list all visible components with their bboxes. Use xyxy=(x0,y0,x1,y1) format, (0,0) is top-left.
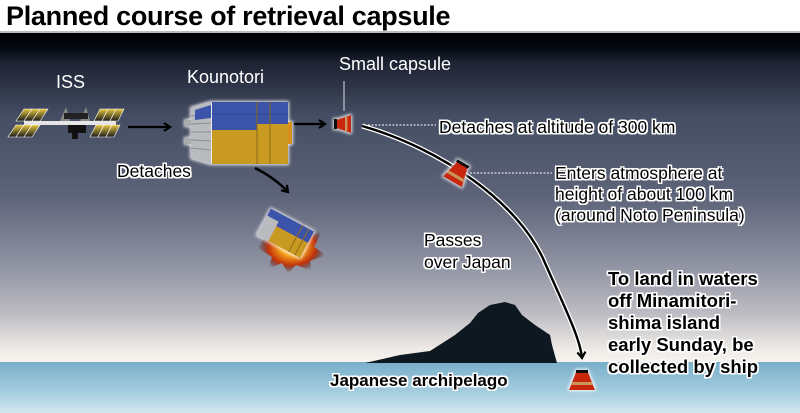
landing-line-5: collected by ship xyxy=(608,356,759,377)
kounotori-icon xyxy=(185,102,292,164)
burning-kounotori-icon xyxy=(256,208,326,273)
sea xyxy=(0,362,800,413)
atmosphere-entry-line-3: (around Noto Peninsula) xyxy=(555,205,745,225)
detach-altitude-label: Detaches at altitude of 300 km xyxy=(439,117,676,137)
title-divider xyxy=(0,31,800,33)
landing-line-2: off Minamitori- xyxy=(608,290,737,311)
small-capsule-label: Small capsule xyxy=(339,54,452,74)
landing-line-3: shima island xyxy=(608,312,721,333)
atmosphere-entry-line-1: Enters atmosphere at xyxy=(555,163,723,183)
page-title: Planned course of retrieval capsule xyxy=(6,1,451,31)
iss-icon xyxy=(7,107,125,139)
landing-line-4: early Sunday, be xyxy=(608,334,754,355)
iss-label: ISS xyxy=(56,72,86,92)
archipelago-label: Japanese archipelago xyxy=(330,371,508,390)
sky-background xyxy=(0,33,800,363)
kounotori-label: Kounotori xyxy=(187,67,265,87)
diagram-scene: ISS Kounotori Small capsule Detaches Det… xyxy=(0,33,800,413)
capsule-detach-icon xyxy=(334,115,351,133)
landing-line-1: To land in waters xyxy=(608,268,758,289)
trajectory-line xyxy=(361,124,587,360)
detaches-label: Detaches xyxy=(117,161,191,181)
diagram-graphics xyxy=(0,33,800,413)
atmosphere-entry-line-2: height of about 100 km xyxy=(555,184,734,204)
passes-over-line-1: Passes xyxy=(424,230,482,250)
passes-over-line-2: over Japan xyxy=(424,252,511,272)
capsule-reentry-icon xyxy=(442,159,470,188)
detach-down-arrow xyxy=(254,166,290,194)
capsule-landed-icon xyxy=(569,370,595,390)
island-silhouette xyxy=(365,302,557,363)
